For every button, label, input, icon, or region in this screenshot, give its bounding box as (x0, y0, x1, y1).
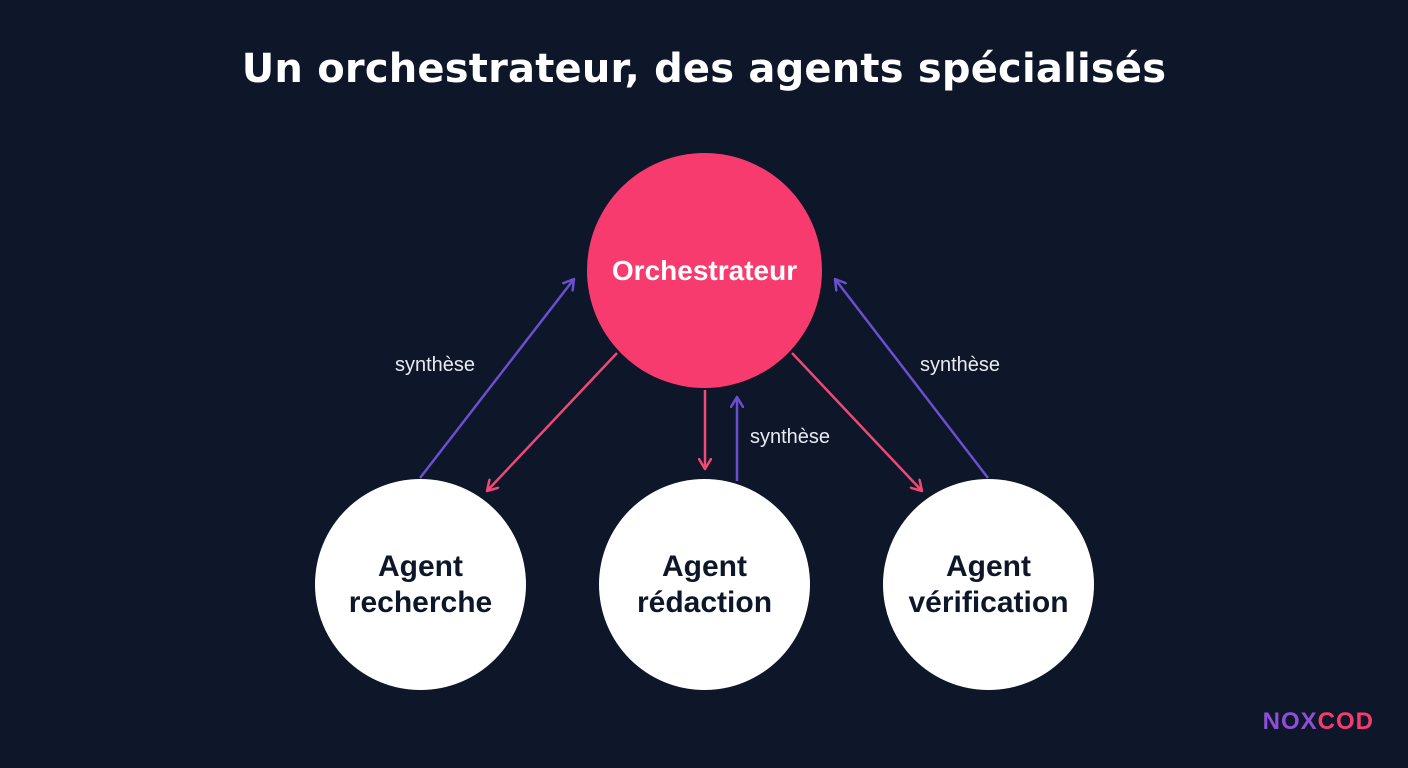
page-title: Un orchestrateur, des agents spécialisés (241, 46, 1167, 92)
brand-logo: NOXCOD (1263, 708, 1374, 736)
agent-recherche-line1: Agent (378, 549, 463, 583)
agent-recherche-node: Agent recherche (315, 479, 526, 690)
agent-verification-line2: vérification (908, 585, 1069, 619)
orchestrator-node: Orchestrateur (587, 153, 822, 388)
brand-part-cod: COD (1317, 708, 1374, 735)
arrow-dispatch-recherche (487, 352, 618, 491)
agent-redaction-line1: Agent (662, 549, 747, 583)
brand-part-nox: NOX (1262, 708, 1318, 735)
arrow-dispatch-verification (791, 352, 922, 491)
arrow-synthese-verification (835, 279, 989, 479)
agent-recherche-line2: recherche (348, 585, 493, 619)
edge-label-synthese-right: synthèse (920, 354, 1001, 376)
agent-verification-line1: Agent (946, 549, 1031, 583)
agent-verification-node: Agent vérification (883, 479, 1094, 690)
orchestrator-label: Orchestrateur (611, 254, 798, 286)
agent-redaction-line2: rédaction (636, 585, 773, 619)
edge-label-synthese-center: synthèse (750, 426, 831, 448)
agent-redaction-node: Agent rédaction (599, 479, 810, 690)
edge-label-synthese-left: synthèse (395, 354, 476, 376)
arrow-synthese-recherche (419, 279, 574, 479)
